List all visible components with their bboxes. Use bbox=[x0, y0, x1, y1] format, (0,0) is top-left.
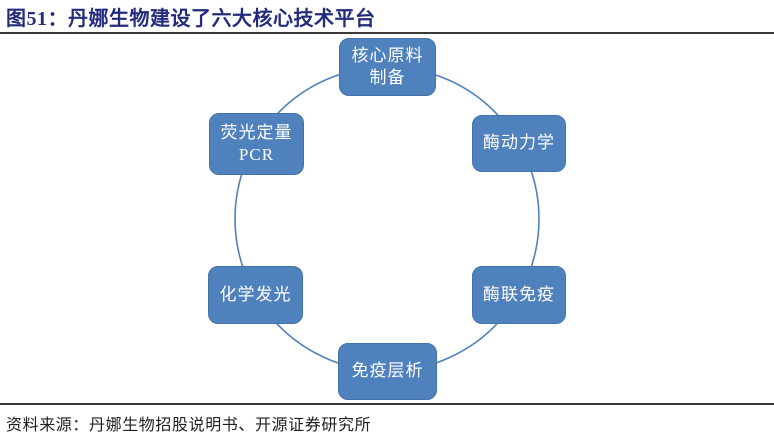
node-label-line-1: 酶联免疫 bbox=[483, 284, 555, 304]
node-chemiluminescence: 化学发光 bbox=[208, 266, 303, 324]
node-core-material-prep: 核心原料 制备 bbox=[339, 38, 436, 96]
source-note: 资料来源：丹娜生物招股说明书、开源证券研究所 bbox=[6, 417, 372, 434]
figure-title: 图51：丹娜生物建设了六大核心技术平台 bbox=[6, 8, 376, 30]
node-label-line-1: 核心原料 bbox=[351, 45, 424, 65]
title-divider bbox=[0, 32, 774, 34]
node-label-line-1: 酶动力学 bbox=[483, 133, 555, 153]
node-immunochromatography: 免疫层析 bbox=[338, 343, 437, 400]
node-label-line-2: 制备 bbox=[369, 68, 406, 87]
node-label-line-2: PCR bbox=[238, 145, 275, 164]
footer-divider bbox=[0, 403, 774, 405]
node-label-line-1: 荧光定量 bbox=[220, 122, 293, 142]
node-label-line-1: 免疫层析 bbox=[351, 361, 424, 381]
node-qpcr: 荧光定量 PCR bbox=[209, 113, 304, 175]
node-label-line-1: 化学发光 bbox=[219, 284, 292, 304]
node-elisa: 酶联免疫 bbox=[472, 266, 566, 324]
node-enzyme-kinetics: 酶动力学 bbox=[472, 115, 566, 172]
